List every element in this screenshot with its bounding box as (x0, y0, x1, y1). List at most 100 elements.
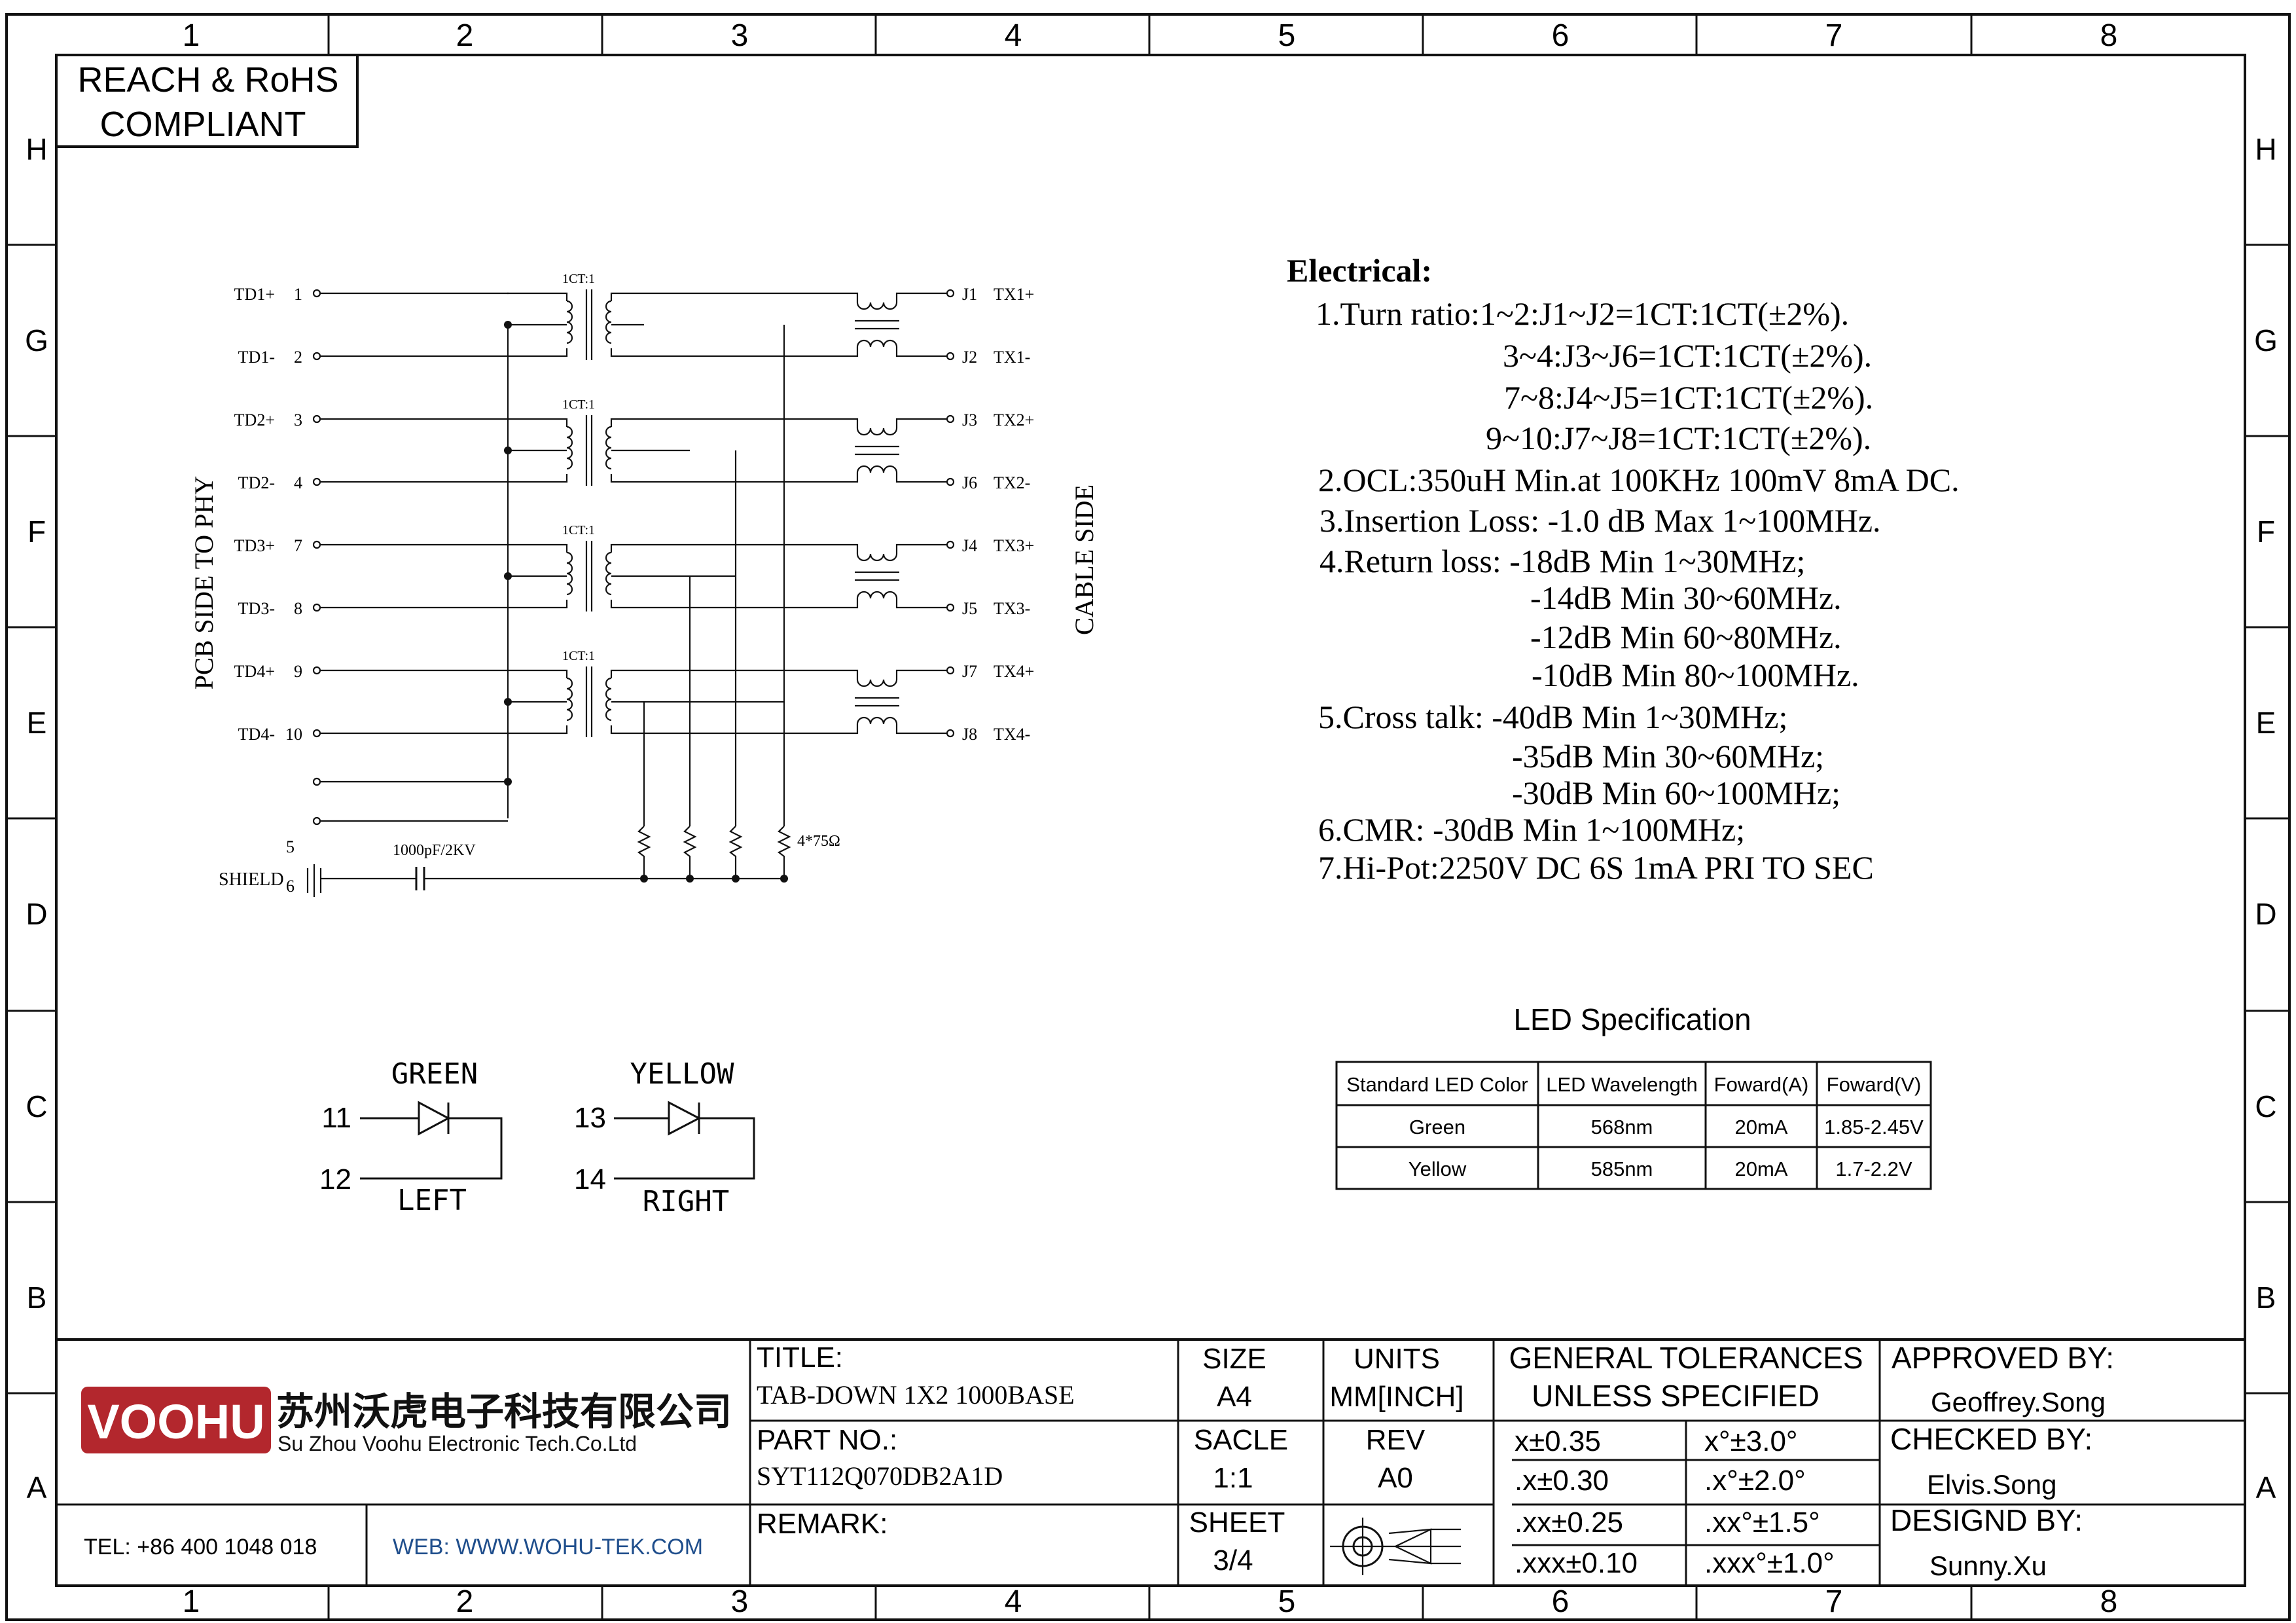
left-pin-number: 8 (294, 599, 302, 618)
checked-value: Elvis.Song (1927, 1469, 2056, 1500)
tolerances-heading-1: GENERAL TOLERANCES (1509, 1341, 1863, 1375)
led-table-header: LED Wavelength (1546, 1073, 1697, 1096)
tolerance-angular: .xx°±1.5° (1704, 1506, 1820, 1539)
zone-row-right: A (2256, 1470, 2276, 1504)
zone-col-bottom: 7 (1825, 1584, 1843, 1619)
title-block: VOOHU 苏州沃虎电子科技有限公司 Su Zhou Voohu Electro… (56, 1338, 2245, 1586)
zone-row-right: E (2256, 706, 2276, 740)
checked-label: CHECKED BY: (1890, 1422, 2092, 1456)
left-pin-name: TD4+ (234, 662, 275, 681)
capacitor-label: 1000pF/2KV (393, 842, 476, 859)
led-yellow-pin-b: 14 (574, 1163, 606, 1195)
left-pin-name: TD3+ (234, 536, 275, 555)
led-green-pin-b: 12 (319, 1163, 351, 1195)
scale-label: SACLE (1194, 1424, 1288, 1456)
zone-col-bottom: 3 (731, 1584, 749, 1619)
electrical-line: 2.OCL:350uH Min.at 100KHz 100mV 8mA DC. (1318, 462, 1960, 498)
led-table-cell: 1.7-2.2V (1835, 1158, 1912, 1180)
electrical-line: 5.Cross talk: -40dB Min 1~30MHz; (1318, 699, 1787, 735)
remark-label: REMARK: (757, 1508, 888, 1540)
zone-col-bottom: 8 (2100, 1584, 2118, 1619)
tolerance-angular: .xxx°±1.0° (1704, 1547, 1835, 1579)
sheet-label: SHEET (1189, 1506, 1285, 1539)
title-label: TITLE: (757, 1341, 843, 1374)
tolerance-linear: x±0.35 (1515, 1425, 1601, 1457)
designed-label: DESIGND BY: (1890, 1503, 2083, 1537)
tolerance-angular: .x°±2.0° (1704, 1465, 1806, 1497)
electrical-line: -12dB Min 60~80MHz. (1530, 619, 1842, 655)
right-pin-j: J7 (962, 662, 977, 681)
logo-text: VOOHU (87, 1395, 264, 1449)
led-circuit-yellow: YELLOW 13 14 RIGHT (574, 1057, 755, 1218)
tolerance-linear: .x±0.30 (1515, 1465, 1609, 1497)
outer-frame (5, 13, 2291, 1621)
zone-col-bottom: 5 (1278, 1584, 1296, 1619)
right-pin-j: J5 (962, 599, 977, 618)
electrical-line: -14dB Min 30~60MHz. (1530, 579, 1842, 616)
right-pin-tx: TX1- (994, 348, 1030, 367)
left-pin-number: 2 (294, 348, 302, 367)
compliance-line-2: COMPLIANT (99, 105, 306, 144)
company-logo (81, 1387, 271, 1453)
zone-col-top: 5 (1278, 18, 1296, 53)
led-spec-title: LED Specification (1513, 1002, 1751, 1036)
left-pin-number: 4 (294, 473, 302, 492)
cable-side-label: CABLE SIDE (1069, 484, 1099, 635)
electrical-line: 9~10:J7~J8=1CT:1CT(±2%). (1486, 420, 1871, 456)
zone-row-left: G (25, 323, 48, 357)
left-pin-number: 3 (294, 410, 302, 429)
left-pin-number: 1 (294, 285, 302, 304)
zone-col-top: 6 (1552, 18, 1570, 53)
resistor-label: 4*75Ω (797, 833, 840, 850)
electrical-line: 7~8:J4~J5=1CT:1CT(±2%). (1504, 379, 1873, 416)
projection-symbol (1330, 1518, 1461, 1575)
zone-row-left: H (26, 132, 47, 166)
left-pin-number: 7 (294, 536, 302, 555)
tolerance-angular: x°±3.0° (1704, 1425, 1798, 1457)
zone-row-right: G (2254, 323, 2278, 357)
led-table-cell: Green (1409, 1116, 1465, 1139)
size-label: SIZE (1202, 1343, 1266, 1375)
electrical-line: 3~4:J3~J6=1CT:1CT(±2%). (1503, 337, 1872, 374)
right-pin-j: J4 (962, 536, 977, 555)
transformer-ratio: 1CT:1 (562, 523, 595, 538)
electrical-line: 3.Insertion Loss: -1.0 dB Max 1~100MHz. (1319, 502, 1881, 539)
compliance-box: REACH & RoHS COMPLIANT (56, 54, 359, 148)
left-pin-name: TD3- (238, 599, 275, 618)
web-link[interactable]: WEB: WWW.WOHU-TEK.COM (393, 1535, 703, 1559)
led-table-cell: 568nm (1591, 1116, 1653, 1139)
compliance-line-1: REACH & RoHS (77, 60, 338, 100)
left-pin-labels: TD1+1TD1-2TD2+3TD2-4TD3+7TD3-8TD4+9TD4-1… (234, 285, 302, 744)
sheet-value: 3/4 (1213, 1544, 1253, 1577)
right-pin-tx: TX3- (994, 599, 1030, 618)
led-table-cell: 585nm (1591, 1158, 1653, 1180)
company-name-cn: 苏州沃虎电子科技有限公司 (276, 1391, 732, 1433)
led-table-cell: 20mA (1735, 1116, 1788, 1139)
left-pin-name: TD2- (238, 473, 275, 492)
electrical-line: 6.CMR: -30dB Min 1~100MHz; (1318, 811, 1745, 848)
right-pin-j: J1 (962, 285, 977, 304)
approved-value: Geoffrey.Song (1931, 1387, 2106, 1417)
zone-col-top: 1 (183, 18, 200, 53)
transformer-ratio: 1CT:1 (562, 649, 595, 663)
zone-col-bottom: 2 (456, 1584, 474, 1619)
left-pin-number: 9 (294, 662, 302, 681)
led-table-cell: Yellow (1408, 1158, 1467, 1180)
title-value: TAB-DOWN 1X2 1000BASE (757, 1380, 1075, 1410)
right-pin-tx: TX2- (994, 473, 1030, 492)
left-pin-name: TD2+ (234, 410, 275, 429)
left-pin-name: TD1- (238, 348, 275, 367)
zone-col-top: 4 (1005, 18, 1022, 53)
pin-5-label: 5 (286, 837, 295, 856)
led-table-header: Standard LED Color (1346, 1073, 1528, 1096)
zone-col-bottom: 1 (183, 1584, 200, 1619)
left-pin-number: 10 (285, 725, 302, 744)
rev-label: REV (1366, 1424, 1426, 1456)
right-pin-tx: TX4- (994, 725, 1030, 744)
zone-col-bottom: 6 (1552, 1584, 1570, 1619)
left-pin-name: TD4- (238, 725, 275, 744)
led-green-color: GREEN (391, 1057, 478, 1091)
